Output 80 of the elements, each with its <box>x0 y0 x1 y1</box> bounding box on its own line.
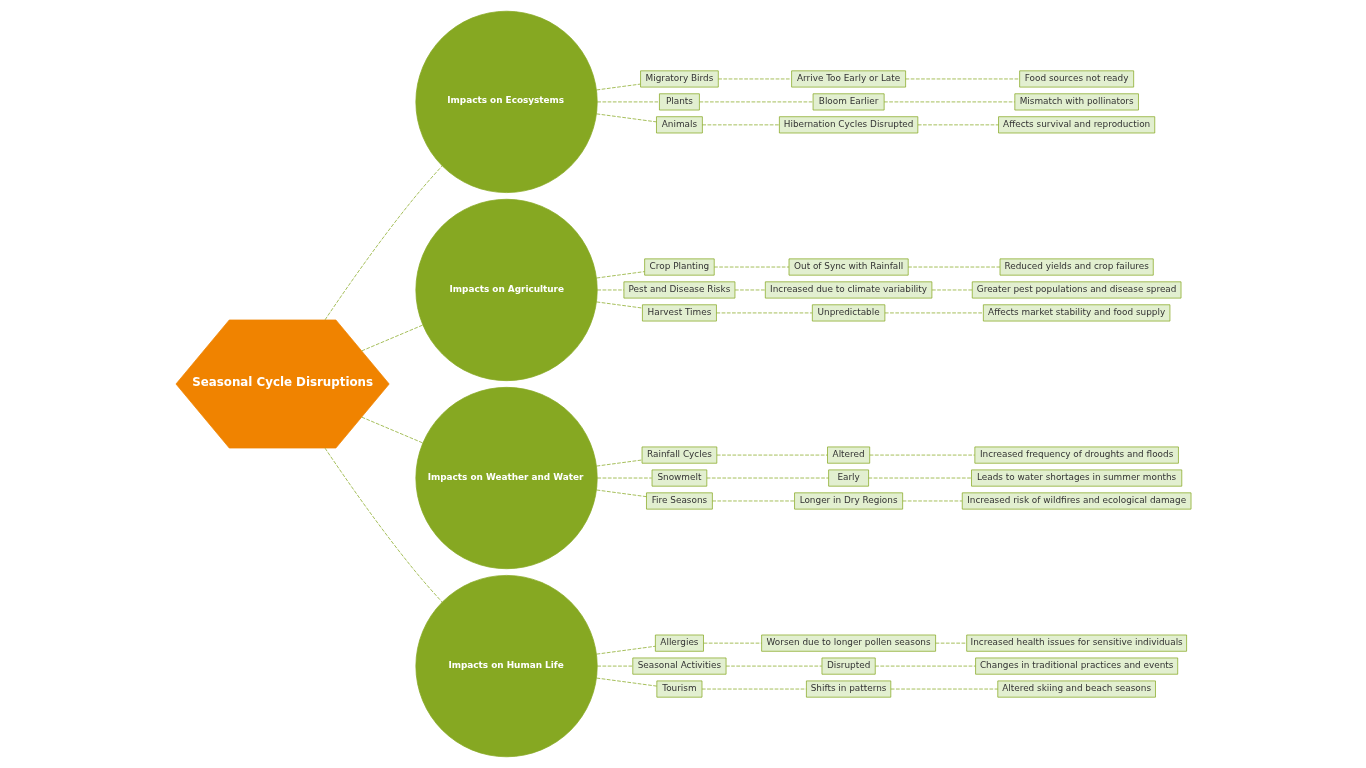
node-box: Harvest Times <box>641 304 717 322</box>
node-circle: Impacts on Ecosystems <box>415 10 598 193</box>
connector <box>725 665 822 667</box>
node-box: Increased risk of wildfires and ecological damage <box>961 492 1191 510</box>
node-box: Allergies <box>654 634 704 652</box>
connector <box>596 477 652 479</box>
connector <box>904 78 1020 80</box>
connector <box>595 489 647 498</box>
connector <box>596 665 633 667</box>
connector <box>715 312 812 314</box>
connector <box>867 477 972 479</box>
node-box: Arrive Too Early or Late <box>790 70 906 88</box>
node-box: Reduced yields and crop failures <box>999 258 1154 276</box>
node-box: Rainfall Cycles <box>641 446 717 464</box>
connector <box>874 665 976 667</box>
node-box: Animals <box>655 116 703 134</box>
node-circle: Impacts on Agriculture <box>415 198 598 382</box>
connector <box>701 688 807 690</box>
node-circle: Impacts on Weather and Water <box>415 386 598 570</box>
node-box: Affects market stability and food supply <box>982 304 1170 322</box>
node-box: Unpredictable <box>811 304 885 322</box>
node-box: Altered skiing and beach seasons <box>996 680 1156 698</box>
connector <box>734 289 766 291</box>
node-box: Affects survival and reproduction <box>997 116 1155 134</box>
node-box: Tourism <box>656 680 702 698</box>
connector <box>595 645 656 655</box>
connector <box>934 642 967 644</box>
node-box: Snowmelt <box>651 469 707 487</box>
node-box: Crop Planting <box>643 258 715 276</box>
node-box: Increased due to climate variability <box>764 281 932 299</box>
node-box: Increased frequency of droughts and floods <box>973 446 1179 464</box>
node-box: Worsen due to longer pollen seasons <box>760 634 936 652</box>
connector <box>717 78 792 80</box>
connector <box>907 266 1000 268</box>
connector <box>324 447 442 603</box>
connector <box>360 416 423 444</box>
node-box: Shifts in patterns <box>805 680 891 698</box>
node-box: Plants <box>658 93 700 111</box>
connector <box>883 101 1015 103</box>
node-box: Hibernation Cycles Disrupted <box>778 116 918 134</box>
connector <box>360 324 423 352</box>
node-box: Disrupted <box>821 657 876 675</box>
node-box: Changes in traditional practices and events <box>974 657 1178 675</box>
connector <box>595 271 645 279</box>
connector <box>716 454 828 456</box>
connector <box>595 113 657 123</box>
connector <box>595 677 657 687</box>
node-circle: Impacts on Human Life <box>415 575 598 758</box>
node-box: Mismatch with pollinators <box>1013 93 1139 111</box>
connector <box>701 124 780 126</box>
connector <box>890 688 998 690</box>
node-box: Leads to water shortages in summer months <box>970 469 1182 487</box>
node-box: Increased health issues for sensitive individuals <box>965 634 1187 652</box>
node-box: Out of Sync with Rainfall <box>788 258 909 276</box>
connector <box>595 459 642 467</box>
node-box: Longer in Dry Regions <box>793 492 903 510</box>
connector <box>713 266 789 268</box>
node-box: Fire Seasons <box>645 492 713 510</box>
connector <box>901 500 962 502</box>
node-box: Altered <box>826 446 870 464</box>
node-box: Greater pest populations and disease spread <box>971 281 1181 299</box>
node-box: Seasonal Activities <box>631 657 726 675</box>
connector <box>917 124 999 126</box>
node-box: Migratory Birds <box>639 70 719 88</box>
connector <box>596 289 624 291</box>
connector <box>869 454 975 456</box>
connector <box>931 289 972 291</box>
node-box: Food sources not ready <box>1018 70 1134 88</box>
connector <box>595 301 643 309</box>
node-box: Early <box>827 469 869 487</box>
node-box: Pest and Disease Risks <box>623 281 735 299</box>
connector <box>706 477 829 479</box>
connector <box>711 500 795 502</box>
connector <box>595 83 641 91</box>
connector <box>596 101 660 103</box>
connector <box>702 642 762 644</box>
node-box: Bloom Earlier <box>812 93 884 111</box>
connector <box>324 165 442 321</box>
connector <box>698 101 813 103</box>
connector <box>884 312 984 314</box>
